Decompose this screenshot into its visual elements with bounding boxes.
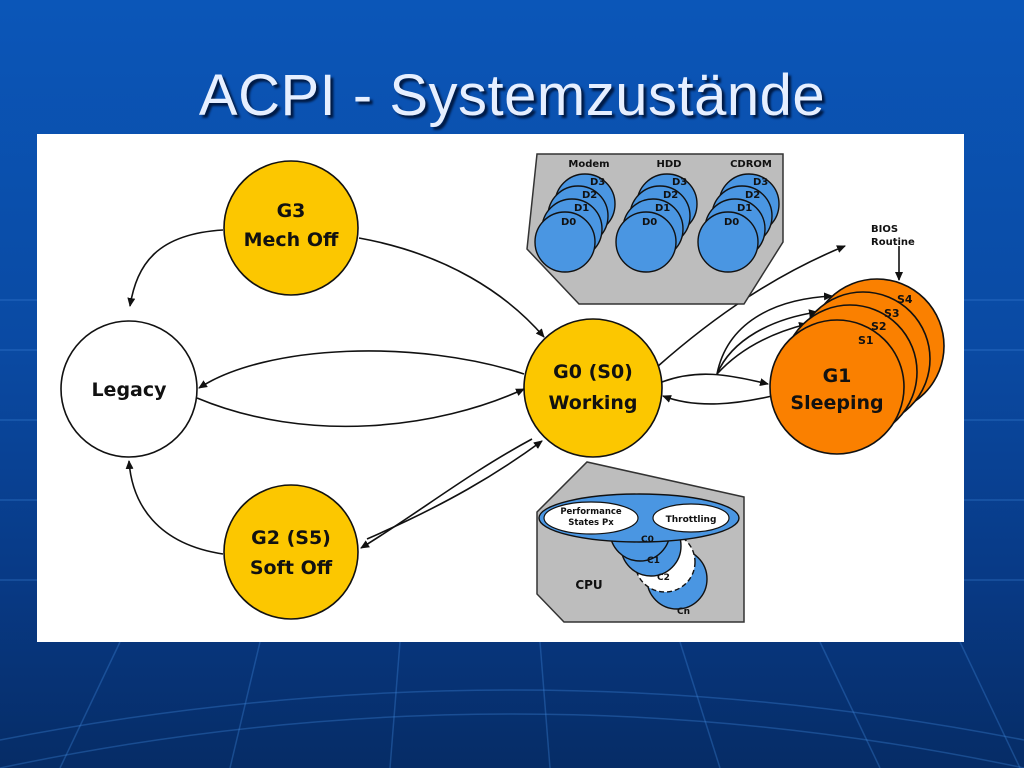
g3-line1: G3 xyxy=(277,200,306,222)
g2-node xyxy=(223,484,359,620)
modem-d0: D0 xyxy=(561,217,576,228)
c2-label: C2 xyxy=(657,573,670,583)
s1-label: S1 xyxy=(858,334,874,347)
device-header-hdd: HDD xyxy=(657,159,682,170)
s3-label: S3 xyxy=(884,307,900,320)
cn-label: Cn xyxy=(677,607,690,617)
g0-line2: Working xyxy=(549,392,638,414)
bios-line1: BIOS xyxy=(871,224,898,235)
c0-label: C0 xyxy=(641,535,654,545)
cdrom-d0: D0 xyxy=(724,217,739,228)
cpu-label: CPU xyxy=(575,578,602,592)
performance-label-line1: Performance xyxy=(560,507,622,517)
cdrom-d2: D2 xyxy=(745,190,760,201)
device-header-cdrom: CDROM xyxy=(730,159,772,170)
device-header-modem: Modem xyxy=(568,159,609,170)
s4-label: S4 xyxy=(897,293,913,306)
throttling-ellipse xyxy=(652,503,730,533)
g1-line1: G1 xyxy=(823,365,852,387)
cdrom-device-stack xyxy=(697,173,780,273)
g0-node xyxy=(523,318,663,458)
cdrom-d3: D3 xyxy=(753,177,768,188)
legacy-node xyxy=(60,320,198,458)
g3-node xyxy=(223,160,359,296)
modem-d1: D1 xyxy=(574,203,589,214)
performance-states-ellipse xyxy=(543,501,639,535)
modem-d3: D3 xyxy=(590,177,605,188)
bios-line2: Routine xyxy=(871,237,915,248)
cdrom-d1: D1 xyxy=(737,203,752,214)
modem-d2: D2 xyxy=(582,190,597,201)
acpi-state-diagram: Modem HDD CDROM D3 D2 D1 D0 D3 D2 D1 D0 … xyxy=(37,134,964,642)
hdd-d1: D1 xyxy=(655,203,670,214)
modem-device-stack xyxy=(534,173,616,273)
g1-sleep-stack xyxy=(769,278,945,455)
g0-line1: G0 (S0) xyxy=(553,361,633,383)
throttling-label: Throttling xyxy=(666,515,717,525)
c1-label: C1 xyxy=(647,556,660,566)
hdd-d3: D3 xyxy=(672,177,687,188)
hdd-d0: D0 xyxy=(642,217,657,228)
hdd-device-stack xyxy=(615,173,698,273)
legacy-label: Legacy xyxy=(91,379,167,401)
g1-line2: Sleeping xyxy=(790,392,883,414)
g3-line2: Mech Off xyxy=(244,229,339,251)
g2-line2: Soft Off xyxy=(250,557,333,579)
performance-label-line2: States Px xyxy=(568,518,614,528)
slide-title: ACPI - Systemzustände xyxy=(198,63,826,128)
hdd-d2: D2 xyxy=(663,190,678,201)
g2-line1: G2 (S5) xyxy=(251,527,331,549)
s2-label: S2 xyxy=(871,320,887,333)
